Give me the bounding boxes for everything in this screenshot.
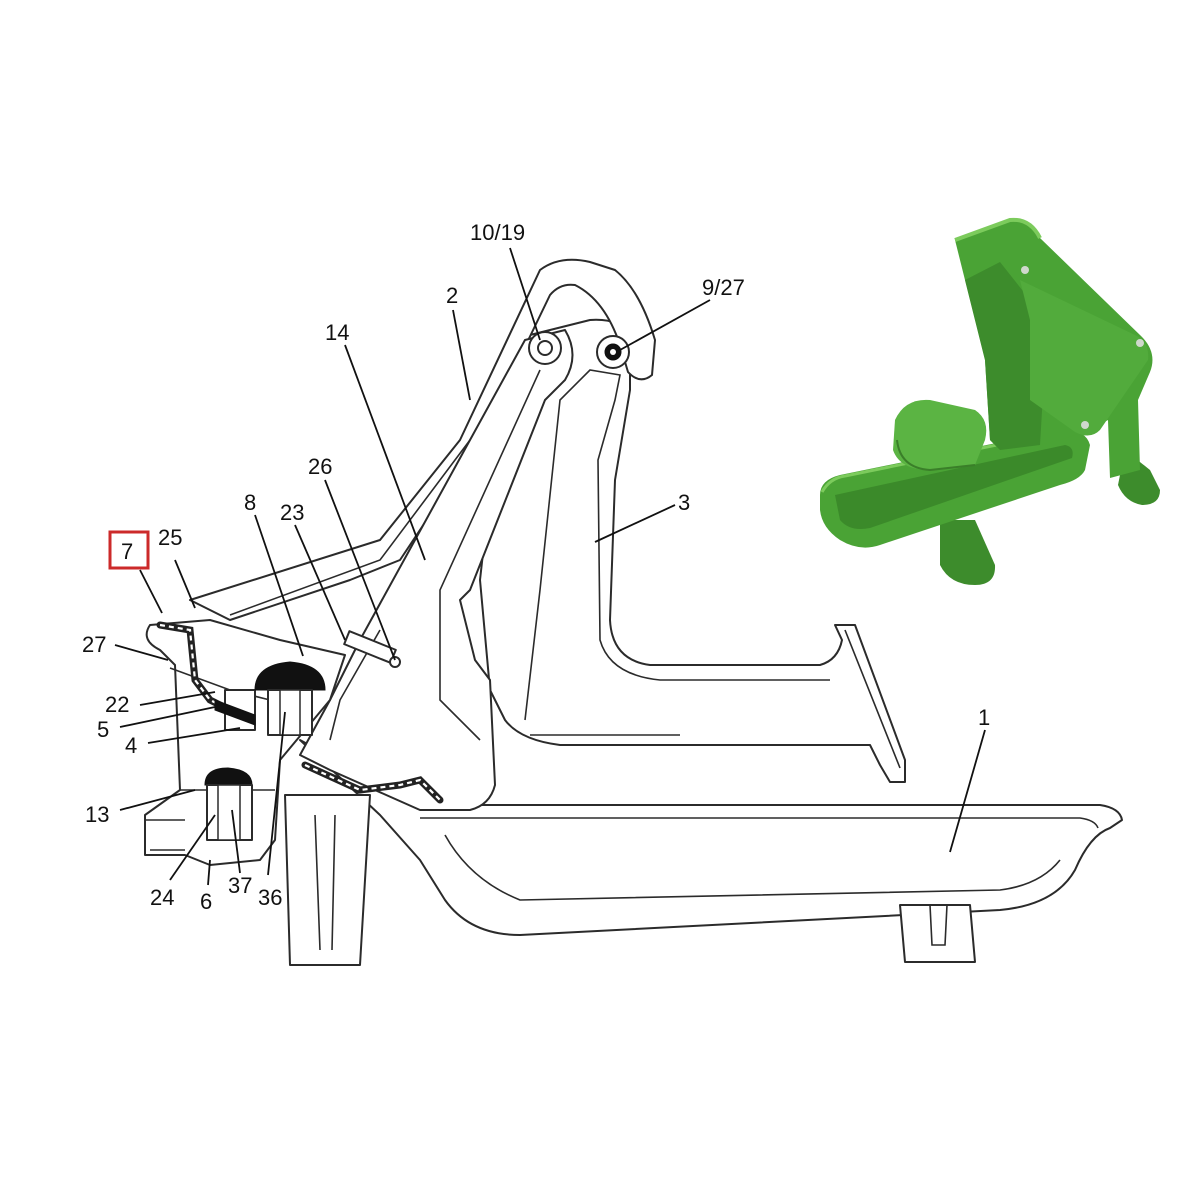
bowl-line-drawing	[144, 258, 1123, 966]
label-part-22: 22	[105, 692, 129, 717]
part-labels: 10/19 9/27 2 14 3 26 8 23 25 7 27 22 5 4…	[82, 220, 990, 914]
label-part-27: 27	[82, 632, 106, 657]
label-part-14: 14	[325, 320, 349, 345]
highlight-box-part-7	[108, 530, 150, 570]
label-part-9-27: 9/27	[702, 275, 745, 300]
label-part-8: 8	[244, 490, 256, 515]
label-part-23: 23	[280, 500, 304, 525]
label-part-37: 37	[228, 873, 252, 898]
label-part-4: 4	[125, 733, 137, 758]
label-part-10-19: 10/19	[470, 220, 525, 245]
leader-lines	[114, 247, 986, 886]
pivot-pin-9-27	[596, 335, 630, 369]
label-part-5: 5	[97, 717, 109, 742]
label-part-2: 2	[446, 283, 458, 308]
green-water-bowl-icon	[820, 217, 1160, 585]
label-part-3: 3	[678, 490, 690, 515]
label-part-36: 36	[258, 885, 282, 910]
label-part-13: 13	[85, 802, 109, 827]
label-part-7: 7	[121, 539, 133, 564]
label-part-24: 24	[150, 885, 174, 910]
label-part-1: 1	[978, 705, 990, 730]
label-part-6: 6	[200, 889, 212, 914]
label-part-26: 26	[308, 454, 332, 479]
pivot-pin-10-19	[528, 331, 562, 365]
label-part-25: 25	[158, 525, 182, 550]
